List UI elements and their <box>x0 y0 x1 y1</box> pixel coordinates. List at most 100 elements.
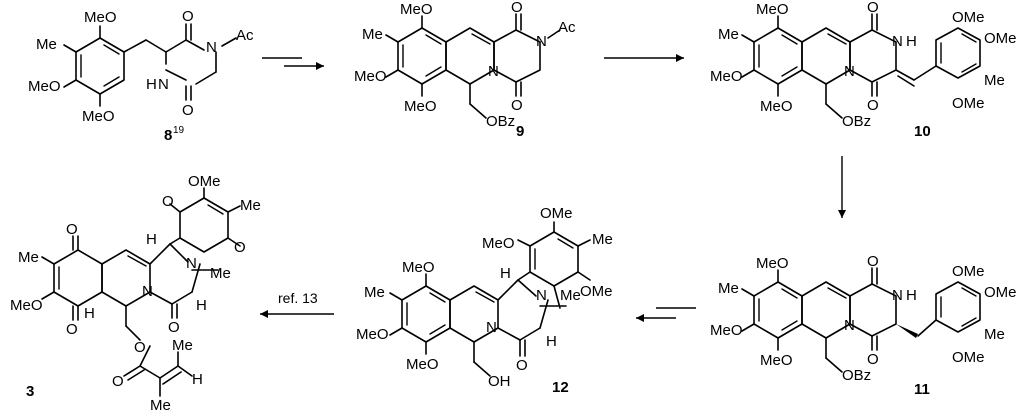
compound-12-structure <box>389 221 591 377</box>
label-h: H <box>906 33 917 50</box>
label-meo: MeO <box>760 98 793 115</box>
label-o: O <box>867 97 879 114</box>
label-o: O <box>168 319 180 336</box>
compound-11-structure <box>741 267 981 373</box>
label-h: H <box>84 305 95 322</box>
compound-3-structure <box>41 187 241 397</box>
compound-8-reference: 19 <box>173 125 185 136</box>
label-n: N <box>536 33 547 50</box>
label-o: O <box>66 221 78 238</box>
label-meo: MeO <box>756 1 789 18</box>
label-n: N <box>186 255 197 272</box>
label-me: Me <box>364 284 385 301</box>
label-o: O <box>162 193 174 210</box>
compound-number-3: 3 <box>26 383 34 400</box>
arrow-10-to-11 <box>838 156 846 218</box>
label-me: Me <box>210 265 231 282</box>
label-me: Me <box>18 249 39 266</box>
compound-number-11: 11 <box>914 381 930 398</box>
label-me: Me <box>560 287 581 304</box>
label-meo: MeO <box>710 322 743 339</box>
label-obz: OBz <box>842 113 871 130</box>
label-h: H <box>192 371 203 388</box>
label-meo: MeO <box>406 356 439 373</box>
label-obz: OBz <box>842 367 871 384</box>
label-o: O <box>516 357 528 374</box>
compound-9-structure <box>385 13 561 119</box>
compound-number-10: 10 <box>914 123 931 140</box>
label-me: Me <box>150 397 171 414</box>
label-ome: OMe <box>952 349 985 366</box>
compound-10-structure <box>741 13 981 119</box>
label-h: H <box>146 76 157 93</box>
label-h: H <box>196 297 207 314</box>
label-meo: MeO <box>760 352 793 369</box>
label-n: N <box>206 39 217 56</box>
label-ac: Ac <box>236 27 254 44</box>
label-meo: MeO <box>710 68 743 85</box>
label-meo: MeO <box>354 68 387 85</box>
label-o: O <box>134 339 146 356</box>
label-h: H <box>500 265 511 282</box>
compound-number-8: 8 <box>164 127 172 144</box>
label-o: O <box>867 253 879 270</box>
label-ome: OMe <box>540 205 573 222</box>
label-n: N <box>158 76 169 93</box>
label-o: O <box>182 8 194 25</box>
label-n: N <box>892 287 903 304</box>
label-ome: OMe <box>952 263 985 280</box>
label-me: Me <box>362 26 383 43</box>
label-ome: OMe <box>952 95 985 112</box>
compound-number-9: 9 <box>516 123 524 140</box>
label-me: Me <box>984 72 1005 89</box>
compound-8-structure <box>63 23 237 107</box>
compound-number-12: 12 <box>552 379 569 396</box>
label-meo: MeO <box>404 98 437 115</box>
label-n: N <box>486 319 497 336</box>
label-o: O <box>867 351 879 368</box>
label-o: O <box>511 97 523 114</box>
arrow-9-to-10 <box>604 54 684 62</box>
label-ome: OMe <box>952 9 985 26</box>
arrow-11-to-12 <box>636 307 696 322</box>
label-me: Me <box>36 36 57 53</box>
label-n: N <box>488 63 499 80</box>
label-me: Me <box>718 280 739 297</box>
label-o: O <box>112 373 124 390</box>
label-n: N <box>536 287 547 304</box>
label-o: O <box>867 0 879 16</box>
label-meo: MeO <box>10 297 43 314</box>
label-o: O <box>182 102 194 119</box>
arrow-12-to-3 <box>260 310 334 318</box>
label-h: H <box>146 231 157 248</box>
label-meo: MeO <box>356 326 389 343</box>
label-meo: MeO <box>402 259 435 276</box>
arrow-8-to-9 <box>262 57 324 70</box>
label-meo: MeO <box>756 255 789 272</box>
reagent-ref-13: ref. 13 <box>278 290 318 306</box>
label-meo: MeO <box>82 108 115 125</box>
label-me: Me <box>172 337 193 354</box>
label-me: Me <box>718 26 739 43</box>
label-meo: MeO <box>400 1 433 18</box>
label-meo: MeO <box>482 235 515 252</box>
label-obz: OBz <box>486 113 515 130</box>
label-meo: MeO <box>28 78 61 95</box>
label-o: O <box>511 0 523 16</box>
label-oh: OH <box>488 373 511 390</box>
label-n: N <box>844 317 855 334</box>
label-h: H <box>546 333 557 350</box>
label-o: O <box>234 239 246 256</box>
label-ome: OMe <box>984 284 1017 301</box>
label-me: Me <box>984 326 1005 343</box>
label-ome: OMe <box>580 283 613 300</box>
label-ac: Ac <box>558 19 576 36</box>
label-ome: MeO <box>84 9 117 26</box>
label-n: N <box>844 63 855 80</box>
label-o: O <box>66 321 78 338</box>
label-n: N <box>892 33 903 50</box>
label-me: Me <box>592 231 613 248</box>
label-ome: OMe <box>984 30 1017 47</box>
label-n: N <box>142 283 153 300</box>
